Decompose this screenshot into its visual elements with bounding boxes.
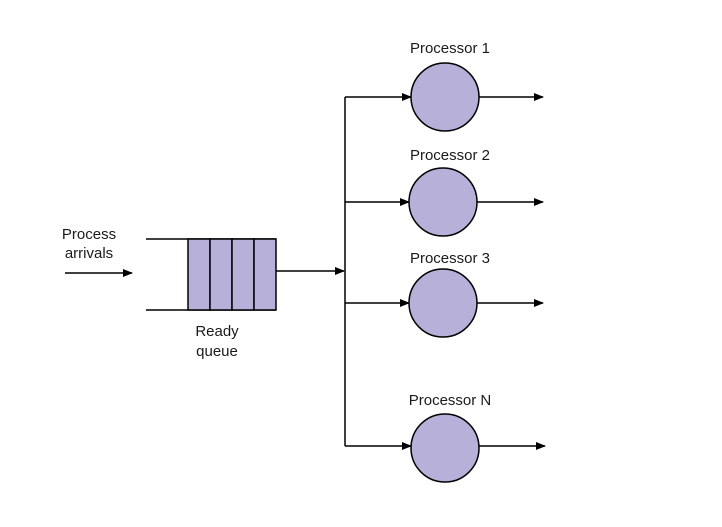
processor-3: Processor 3 [345, 250, 544, 338]
queue-slot [209, 238, 233, 311]
processor-2: Processor 2 [345, 147, 544, 237]
processor-2-label: Processor 2 [410, 147, 490, 164]
processor-3-node [408, 268, 478, 338]
processor-n: Processor N [345, 392, 546, 483]
processor-3-label: Processor 3 [410, 250, 490, 267]
process-arrivals-label-line2: arrivals [65, 245, 113, 262]
ready-queue-label-line2: queue [196, 343, 238, 360]
queue-slot [253, 238, 277, 311]
ready-queue [146, 238, 277, 311]
processor-1-label: Processor 1 [410, 40, 490, 57]
process-arrivals-label-line1: Process [62, 226, 116, 243]
processor-1: Processor 1 [345, 40, 544, 132]
ready-queue-label-line1: Ready [195, 323, 239, 340]
queue-slot [231, 238, 255, 311]
processor-n-node [410, 413, 480, 483]
processor-n-label: Processor N [409, 392, 492, 409]
processor-2-node [408, 167, 478, 237]
queue-slot [187, 238, 211, 311]
processor-1-node [410, 62, 480, 132]
